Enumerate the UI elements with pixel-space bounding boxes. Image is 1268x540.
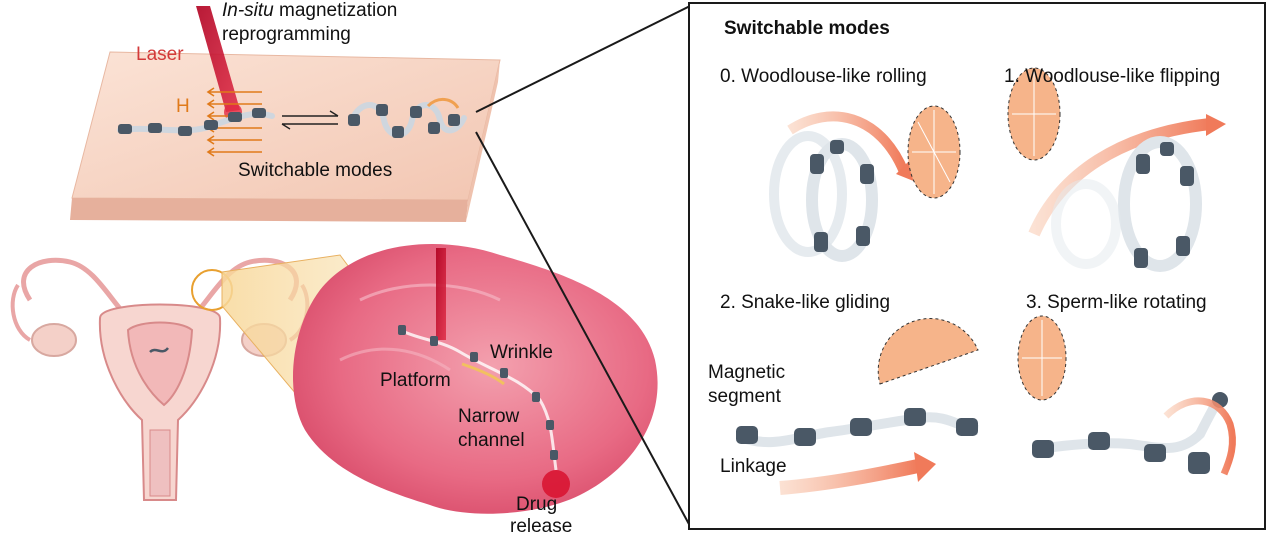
reversible-arrows xyxy=(281,110,339,130)
callout-line-bottom xyxy=(475,131,690,527)
laser-beam-bottom xyxy=(436,248,446,340)
laser-beam-top xyxy=(196,6,240,112)
uterus-illustration xyxy=(10,257,310,501)
drug-release-label-2: release xyxy=(510,516,573,537)
mode1-motion-arrow xyxy=(1028,118,1211,237)
mode3-motion-arrow xyxy=(1163,397,1236,476)
mode3-robot-chain xyxy=(1032,392,1228,474)
narrow-channel-label-1: Narrow xyxy=(458,406,520,427)
wrinkle-label: Wrinkle xyxy=(490,342,553,363)
panel-title: Switchable modes xyxy=(724,18,890,39)
callout-line-top xyxy=(475,5,690,113)
robot-segments-coiled xyxy=(348,104,460,138)
robot-in-uterus xyxy=(149,347,169,354)
rotation-arrow-small xyxy=(426,98,460,109)
reprogramming-label: reprogramming xyxy=(222,24,351,45)
switchable-modes-label: Switchable modes xyxy=(238,160,393,181)
linkage-label: Linkage xyxy=(720,456,787,477)
mode0-robot-loop xyxy=(769,131,878,262)
robot-segments-tissue xyxy=(398,325,558,460)
laser-label: Laser xyxy=(136,44,184,65)
mode2-motion-arrow xyxy=(779,459,920,495)
magnetic-segment-label-2: segment xyxy=(708,386,781,407)
mode0-label: 0. Woodlouse-like rolling xyxy=(720,66,927,87)
mode1-label: 1. Woodlouse-like flipping xyxy=(1004,66,1221,87)
drug-release-label-1: Drug xyxy=(516,494,558,515)
mode2-label: 2. Snake-like gliding xyxy=(720,292,891,313)
drug-release-spot xyxy=(542,470,570,498)
narrow-channel-label-2: channel xyxy=(458,430,525,451)
mode2-robot-chain xyxy=(735,408,979,448)
mode0-motion-arrow xyxy=(787,111,909,174)
insitu-rest: magnetization xyxy=(273,0,398,21)
magnetic-segment-label-1: Magnetic xyxy=(708,362,786,383)
field-label: H xyxy=(176,96,190,117)
yellow-path-arrow xyxy=(461,362,505,386)
modes-illustration xyxy=(735,67,1236,495)
mode1-robot-loop xyxy=(1051,136,1202,272)
robot-segments-flat xyxy=(118,108,266,136)
tissue-blob xyxy=(293,244,658,514)
insitu-label: In-situ magnetization xyxy=(222,0,397,22)
platform-label: Platform xyxy=(380,370,451,391)
insitu-italic: In-situ xyxy=(222,0,274,21)
platform-slab-illustration xyxy=(10,5,690,527)
mode3-label: 3. Sperm-like rotating xyxy=(1026,292,1207,313)
mode2-magnetization-semicircle xyxy=(877,318,979,385)
switchable-modes-panel: Switchable modes 0. Woodlouse-like rolli… xyxy=(688,2,1266,530)
skin-platform xyxy=(70,51,501,222)
